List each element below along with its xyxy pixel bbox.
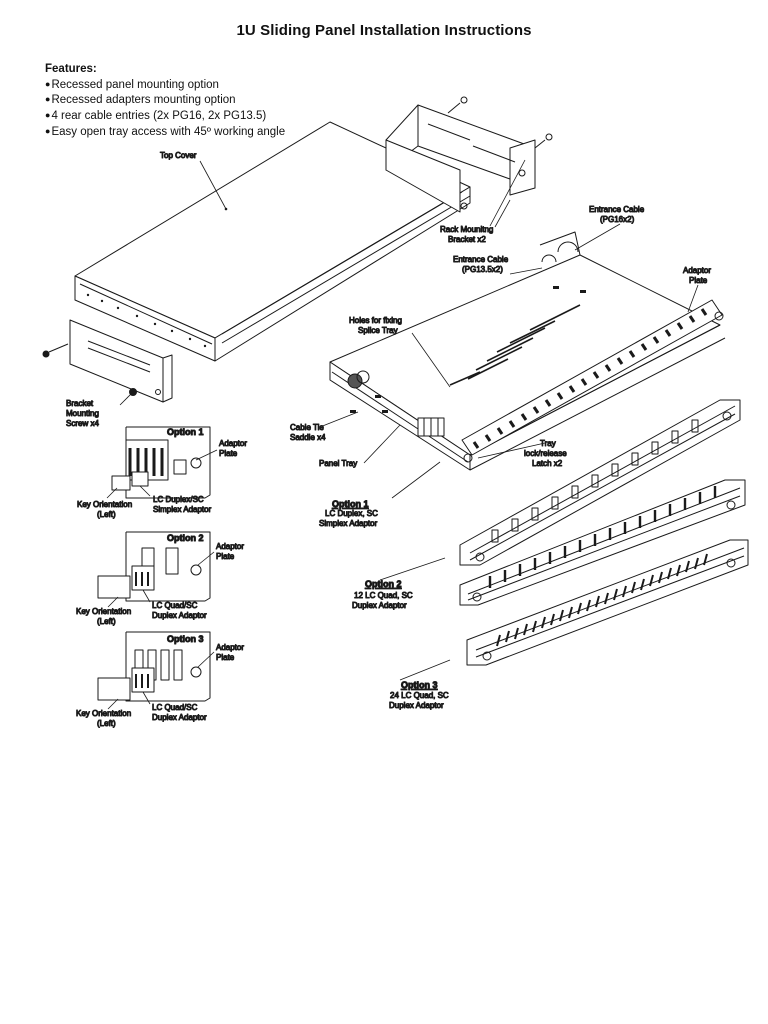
option-1-caption: Option 1: [332, 499, 369, 509]
detail-1-adaptor-label: LC Duplex/SC Simplex Adaptor: [153, 495, 212, 514]
label-entrance-pg16: Entrance Cable (PG16x2): [589, 205, 646, 224]
label-holes-splice-tray: Holes for fixing Splice Tray: [349, 316, 404, 335]
panel-tray-drawing: [329, 231, 726, 471]
label-top-cover: Top Cover: [160, 151, 197, 160]
option-3-plate-drawing: [466, 539, 749, 666]
option-2-plate-drawing: [459, 479, 746, 606]
label-adaptor-plate: Adaptor Plate: [683, 266, 713, 285]
option-1-plate-drawing: [459, 399, 741, 566]
detail-3-key-label: Key Orientation (Left): [76, 709, 133, 728]
label-rack-bracket: Rack Mounitng Bracket x2: [440, 225, 496, 244]
detail-3-title: Option 3: [167, 634, 204, 644]
detail-1-key-label: Key Orientation (Left): [77, 500, 134, 519]
detail-1-plate-label: Adaptor Plate: [219, 439, 249, 458]
leader-lines: [106, 159, 699, 710]
features-list: Features: Recessed panel mounting option…: [45, 62, 285, 140]
features-heading: Features:: [45, 63, 97, 75]
feature-item: 4 rear cable entries (2x PG16, 2x PG13.5…: [45, 108, 285, 124]
feature-item: Recessed adapters mounting option: [45, 92, 285, 108]
option-2-detail-drawing: [97, 531, 211, 602]
label-panel-tray: Panel Tray: [319, 459, 357, 468]
option-3-caption: Option 3: [401, 680, 438, 690]
detail-2-key-label: Key Orientation (Left): [76, 607, 133, 626]
feature-item: Easy open tray access with 45º working a…: [45, 124, 285, 140]
label-tray-latch: Tray lock/release Latch x2: [524, 439, 569, 468]
rack-mounting-bracket-right: [385, 96, 553, 213]
option-2-description: 12 LC Quad, SC Duplex Adaptor: [352, 591, 415, 610]
detail-1-title: Option 1: [167, 427, 204, 437]
detail-2-adaptor-label: LC Quad/SC Duplex Adaptor: [152, 601, 207, 620]
detail-2-title: Option 2: [167, 533, 204, 543]
detail-3-adaptor-label: LC Quad/SC Duplex Adaptor: [152, 703, 207, 722]
detail-3-plate-label: Adaptor Plate: [216, 643, 246, 662]
detail-2-plate-label: Adaptor Plate: [216, 542, 246, 561]
option-2-caption: Option 2: [365, 579, 402, 589]
label-entrance-pg13: Entrance Cable (PG13.5x2): [453, 255, 510, 274]
option-3-description: 24 LC Quad, SC Duplex Adaptor: [389, 691, 451, 710]
feature-item: Recessed panel mounting option: [45, 77, 285, 93]
option-1-detail-drawing: [111, 426, 211, 499]
option-1-description: LC Duplex, SC Simplex Adaptor: [319, 509, 380, 528]
label-cable-tie: Cable Tie Saddle x4: [290, 423, 326, 442]
label-bracket-screw: Bracket Mounting Screw x4: [66, 399, 101, 428]
top-cover-drawing: [74, 121, 471, 362]
page-title: 1U Sliding Panel Installation Instructio…: [236, 22, 532, 39]
rack-mounting-bracket-left: [42, 319, 173, 403]
